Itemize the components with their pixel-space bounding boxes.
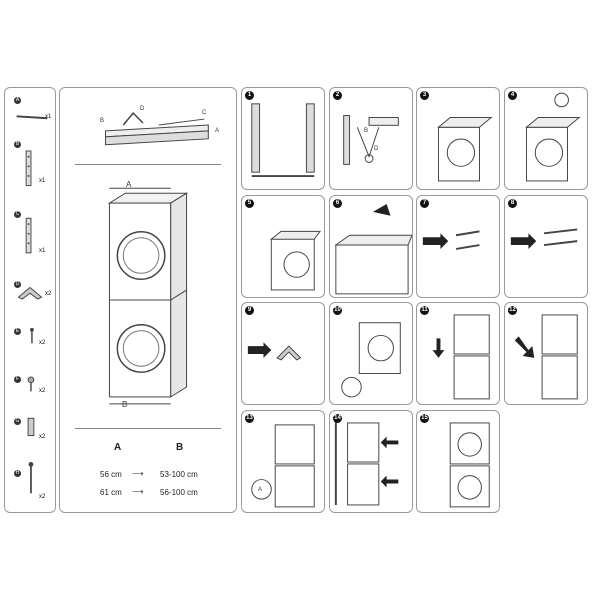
- step-10-panel: 10: [329, 302, 413, 405]
- kit-label-d: D: [140, 106, 145, 112]
- table-arrow-2: ⟶: [132, 487, 144, 496]
- step-8-number: 8: [508, 199, 517, 208]
- step-13-label-a: A: [258, 487, 263, 493]
- table-header-b: B: [176, 442, 184, 453]
- parts-list-panel: A x1 B x1 C x1 D x2 E x2 F x2 G x2 H x2: [4, 87, 56, 513]
- part-qty-f: x2: [39, 388, 46, 394]
- step-6-number: 6: [333, 199, 342, 208]
- step-2-label-d: D: [374, 146, 379, 152]
- step-5-panel: 5: [241, 195, 325, 298]
- part-qty-b: x1: [39, 178, 46, 184]
- part-b-bracket: [25, 150, 32, 187]
- step-3-panel: 3: [416, 87, 500, 190]
- step-13-number: 13: [245, 414, 254, 423]
- step-1-panel: 1: [241, 87, 325, 190]
- kit-label-a: A: [215, 128, 220, 134]
- part-g-anchor: [27, 417, 35, 437]
- step-2-panel: 2 B D: [329, 87, 413, 190]
- step-11-number: 11: [420, 306, 429, 315]
- part-letter-a: A: [14, 97, 21, 104]
- overview-illustration: [74, 112, 222, 430]
- part-letter-e: E: [14, 328, 21, 335]
- overview-panel: B D C A A B A B 56 cm ⟶ 53-100 cm 61 cm …: [59, 87, 237, 513]
- step-3-number: 3: [420, 91, 429, 100]
- table-cell-b-1: 53-100 cm: [160, 470, 198, 479]
- step-15-number: 15: [420, 414, 429, 423]
- stacked-appliances-drawing: [107, 187, 189, 405]
- part-a-rail: [16, 115, 48, 120]
- part-letter-h: H: [14, 470, 21, 477]
- table-cell-a-2: 61 cm: [100, 488, 122, 497]
- step-6-panel: 6: [329, 195, 413, 298]
- parts-illustrations: [16, 115, 48, 494]
- step-8-panel: 8: [504, 195, 588, 298]
- part-f-bolt: [27, 376, 35, 384]
- part-qty-d: x2: [45, 291, 52, 297]
- table-header-a: A: [114, 442, 122, 453]
- part-letter-b: B: [14, 141, 21, 148]
- step-12-panel: 12: [504, 302, 588, 405]
- step-2-label-b: B: [364, 128, 369, 134]
- part-letter-g: G: [14, 418, 21, 425]
- step-2-number: 2: [333, 91, 342, 100]
- kit-label-b: B: [100, 118, 105, 124]
- table-cell-a-1: 56 cm: [100, 470, 122, 479]
- step-12-number: 12: [508, 306, 517, 315]
- part-letter-d: D: [14, 281, 21, 288]
- part-qty-a: x1: [45, 114, 52, 120]
- step-1-number: 1: [245, 91, 254, 100]
- step-10-number: 10: [333, 306, 342, 315]
- step-14-panel: 14: [329, 410, 413, 513]
- part-qty-e: x2: [39, 340, 46, 346]
- kit-label-c: C: [202, 110, 207, 116]
- table-cell-b-2: 56-100 cm: [160, 488, 198, 497]
- part-letter-f: F: [14, 376, 21, 383]
- step-9-number: 9: [245, 306, 254, 315]
- part-qty-h: x2: [39, 494, 46, 500]
- part-c-bracket: [25, 217, 32, 254]
- dimension-b-label: B: [122, 400, 128, 409]
- part-d-foot: [17, 286, 43, 300]
- part-qty-c: x1: [39, 248, 46, 254]
- part-qty-g: x2: [39, 434, 46, 440]
- step-7-number: 7: [420, 199, 429, 208]
- stacking-kit-drawing: [104, 112, 209, 146]
- part-letter-c: C: [14, 211, 21, 218]
- step-13-panel: 13 A: [241, 410, 325, 513]
- dimension-a-label: A: [126, 180, 132, 189]
- step-9-panel: 9: [241, 302, 325, 405]
- step-4-number: 4: [508, 91, 517, 100]
- step-14-number: 14: [333, 414, 342, 423]
- step-7-panel: 7: [416, 195, 500, 298]
- step-5-number: 5: [245, 199, 254, 208]
- step-11-panel: 11: [416, 302, 500, 405]
- table-arrow-1: ⟶: [132, 469, 144, 478]
- step-4-panel: 4: [504, 87, 588, 190]
- step-15-panel: 15: [416, 410, 500, 513]
